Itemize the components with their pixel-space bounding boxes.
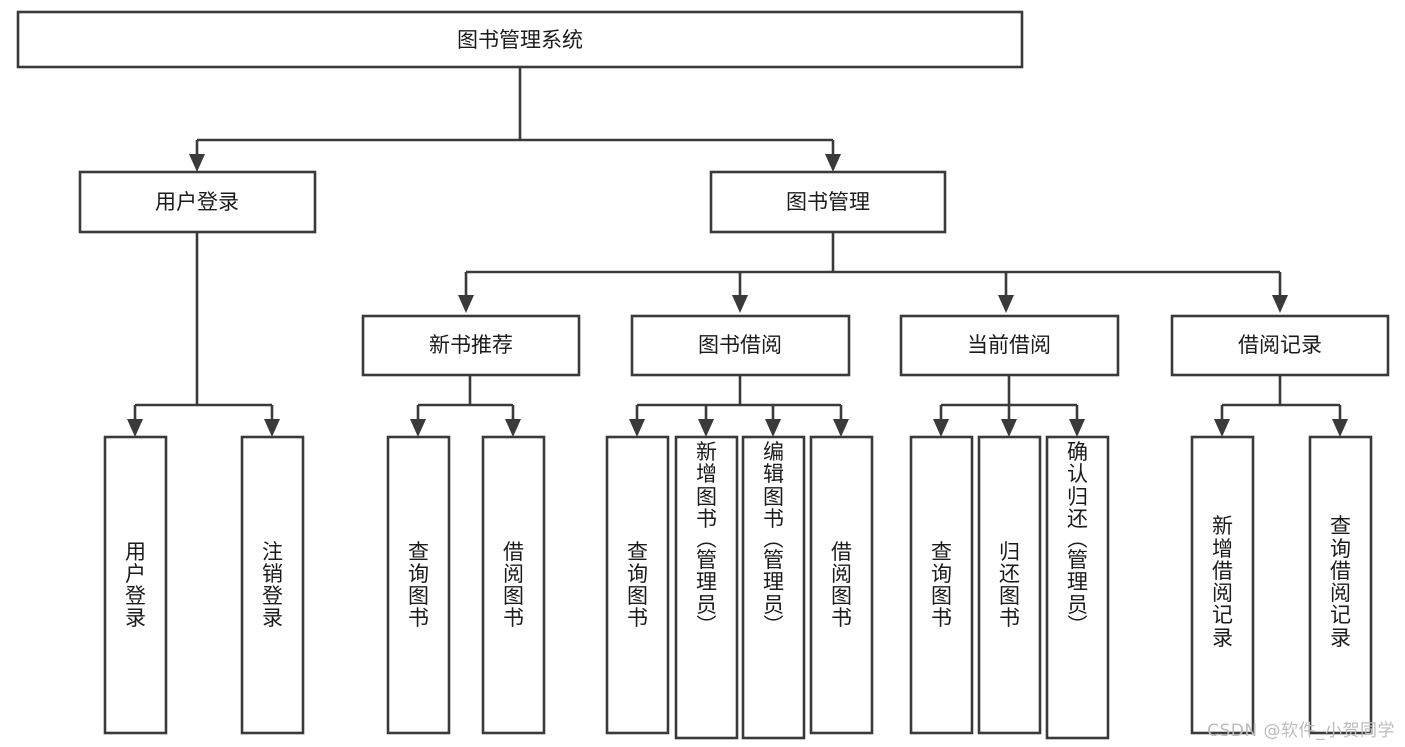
node-box-book-mgmt[interactable] [709, 170, 947, 234]
node-box-leaf-query-book-2[interactable] [605, 435, 670, 735]
label-book-mgmt: 图书管理 [786, 190, 870, 214]
arrow-head-nr-borrow [505, 419, 521, 437]
arrow-head-cb-query [933, 419, 949, 437]
label-root: 图书管理系统 [457, 28, 583, 52]
node-box-current-borrow[interactable] [899, 314, 1120, 377]
node-box-root[interactable] [16, 10, 1024, 69]
arrow-head-bb-borrow [833, 419, 849, 437]
arrow-head-bb-edit [765, 419, 781, 437]
node-box-leaf-add-record[interactable] [1190, 435, 1255, 735]
node-box-borrow-record[interactable] [1170, 314, 1390, 377]
label-new-rec: 新书推荐 [429, 333, 513, 357]
node-box-leaf-return-book[interactable] [977, 435, 1042, 735]
label-current-borrow: 当前借阅 [967, 333, 1051, 357]
node-box-leaf-query-record[interactable] [1308, 435, 1373, 735]
arrow-head-book-mgmt [825, 154, 841, 172]
arrow-head-nr-query [410, 419, 426, 437]
node-box-leaf-borrow-book-2[interactable] [809, 435, 874, 735]
node-box-user-login[interactable] [78, 170, 317, 234]
arrow-head-book-borrow [732, 295, 748, 313]
csdn-watermark: CSDN @软件_小贺同学 [1207, 721, 1395, 741]
node-labels-horizontal: 图书管理系统 用户登录 图书管理 新书推荐 图书借阅 当前借阅 借阅记录 [155, 28, 1322, 357]
node-box-leaf-logout[interactable] [240, 435, 305, 735]
label-user-login: 用户登录 [155, 190, 239, 214]
node-box-leaf-user-login[interactable] [103, 435, 168, 735]
arrow-head-bb-add [698, 419, 714, 437]
node-box-leaf-query-book-3[interactable] [909, 435, 974, 735]
node-box-leaf-add-book[interactable] [674, 435, 739, 740]
arrow-head-br-add [1214, 419, 1230, 437]
node-box-leaf-borrow-book-1[interactable] [481, 435, 546, 735]
node-box-leaf-edit-book[interactable] [741, 435, 806, 740]
node-box-new-rec[interactable] [361, 314, 581, 377]
label-borrow-record: 借阅记录 [1238, 333, 1322, 357]
arrow-head-cb-confirm [1069, 419, 1085, 437]
arrow-head-user-login [189, 154, 205, 172]
node-box-leaf-confirm-return[interactable] [1045, 435, 1110, 740]
connectors [127, 67, 1348, 437]
arrow-head-br-query [1332, 419, 1348, 437]
arrow-head-new-rec [458, 295, 474, 313]
node-box-book-borrow[interactable] [630, 314, 851, 377]
node-boxes [16, 10, 1390, 740]
arrow-head-cb-return [1001, 419, 1017, 437]
node-box-leaf-query-book-1[interactable] [386, 435, 451, 735]
arrow-head-current-borrow [998, 295, 1014, 313]
arrow-head-bb-query [629, 419, 645, 437]
arrow-head-leaf-user-login [127, 419, 143, 437]
label-book-borrow: 图书借阅 [698, 333, 782, 357]
arrow-head-leaf-logout [264, 419, 280, 437]
arrow-head-borrow-record [1272, 295, 1288, 313]
